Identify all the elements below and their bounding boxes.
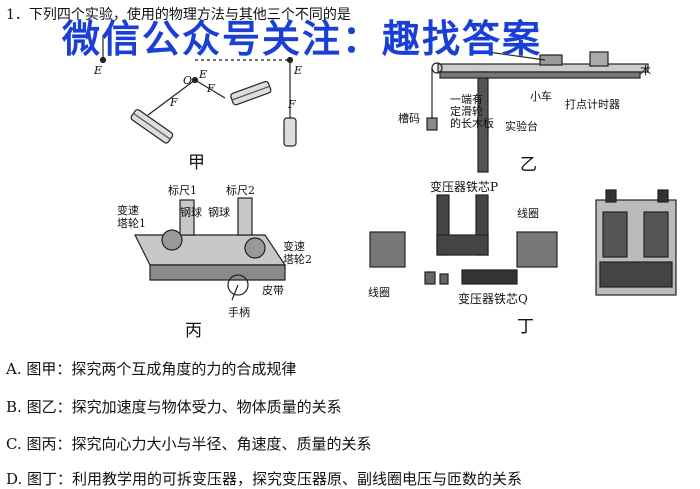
core-p-base [436, 234, 489, 256]
option-c: C. 图丙：探究向心力大小与半径、角速度、质量的关系 [6, 433, 372, 454]
label-e2: E [199, 68, 208, 81]
tower-wheel-2 [244, 237, 266, 259]
caption-yi: 乙 [520, 155, 537, 175]
label-timer: 打点计时器 [565, 98, 620, 111]
option-a-text: 图甲：探究两个互成角度的力的合成规律 [26, 360, 297, 378]
option-d-letter: D. [6, 470, 23, 488]
question-text: 1．下列四个实验，使用的物理方法与其他三个不同的是 [6, 7, 351, 23]
option-b-letter: B. [6, 398, 22, 416]
table-top [439, 71, 641, 79]
option-d-text: 图丁：利用教学用的可拆变压器，探究变压器原、副线圈电压与匝数的关系 [27, 470, 523, 488]
option-b: B. 图乙：探究加速度与物体受力、物体质量的关系 [6, 396, 342, 417]
figure-yi-drawing [426, 51, 649, 173]
belt-shape [227, 274, 249, 296]
coil-1-shape [369, 231, 406, 268]
label-core-p: 变压器铁芯P [430, 180, 499, 194]
figure-jia-drawing [99, 35, 297, 147]
label-handle: 手柄 [228, 306, 250, 319]
spring-scale-3 [283, 117, 297, 147]
label-ball-2: 钢球 [208, 206, 230, 219]
coil-2-shape [516, 231, 558, 268]
label-table: 实验台 [505, 120, 538, 133]
spring-scale-2 [230, 80, 272, 106]
option-d: D. 图丁：利用教学用的可拆变压器，探究变压器原、副线圈电压与匝数的关系 [6, 468, 522, 489]
option-c-text: 图丙：探究向心力大小与半径、角速度、质量的关系 [26, 435, 372, 453]
label-block: 木 [640, 64, 651, 77]
label-e3: E [294, 64, 303, 77]
option-a: A. 图甲：探究两个互成角度的力的合成规律 [6, 358, 296, 379]
label-core-q: 变压器铁芯Q [458, 292, 528, 306]
label-f1: F [207, 82, 215, 95]
figure-ding-drawing [369, 189, 677, 296]
core-q-shape [461, 269, 518, 285]
label-f2: F [170, 96, 178, 109]
label-cart: 小车 [530, 90, 552, 103]
tower-wheel-1 [161, 229, 183, 251]
label-ball-1: 钢球 [180, 206, 202, 219]
watermark-text: 微信公众号关注：趣找答案 [62, 17, 543, 61]
caption-jia: 甲 [188, 153, 205, 173]
label-f: F [288, 98, 296, 111]
ruler-2 [237, 197, 253, 236]
label-coil-1: 线圈 [368, 286, 390, 299]
label-belt: 皮带 [262, 284, 284, 297]
label-ruler-1: 标尺1 [168, 184, 197, 197]
weights [426, 117, 438, 131]
label-e1: E [94, 64, 103, 77]
label-wheel-1: 变速 塔轮1 [117, 204, 146, 230]
caption-bing: 丙 [185, 321, 202, 341]
label-weights: 槽码 [398, 112, 420, 125]
option-b-text: 图乙：探究加速度与物体受力、物体质量的关系 [26, 398, 342, 416]
label-wheel-2: 变速 塔轮2 [283, 240, 312, 266]
cart-shape [539, 54, 563, 66]
spring-scale-1 [130, 109, 174, 144]
caption-ding: 丁 [517, 317, 534, 337]
label-o: O [183, 74, 193, 87]
figure-bing-drawing [134, 197, 287, 301]
point-e1 [99, 56, 107, 64]
ruler-1 [179, 199, 195, 236]
timer-shape [589, 51, 609, 67]
label-coil-2: 线圈 [517, 207, 539, 220]
option-c-letter: C. [6, 435, 22, 453]
label-long-board: 一端有 定滑轮 的长木板 [450, 93, 494, 130]
label-ruler-2: 标尺2 [226, 184, 255, 197]
option-a-letter: A. [6, 360, 22, 378]
